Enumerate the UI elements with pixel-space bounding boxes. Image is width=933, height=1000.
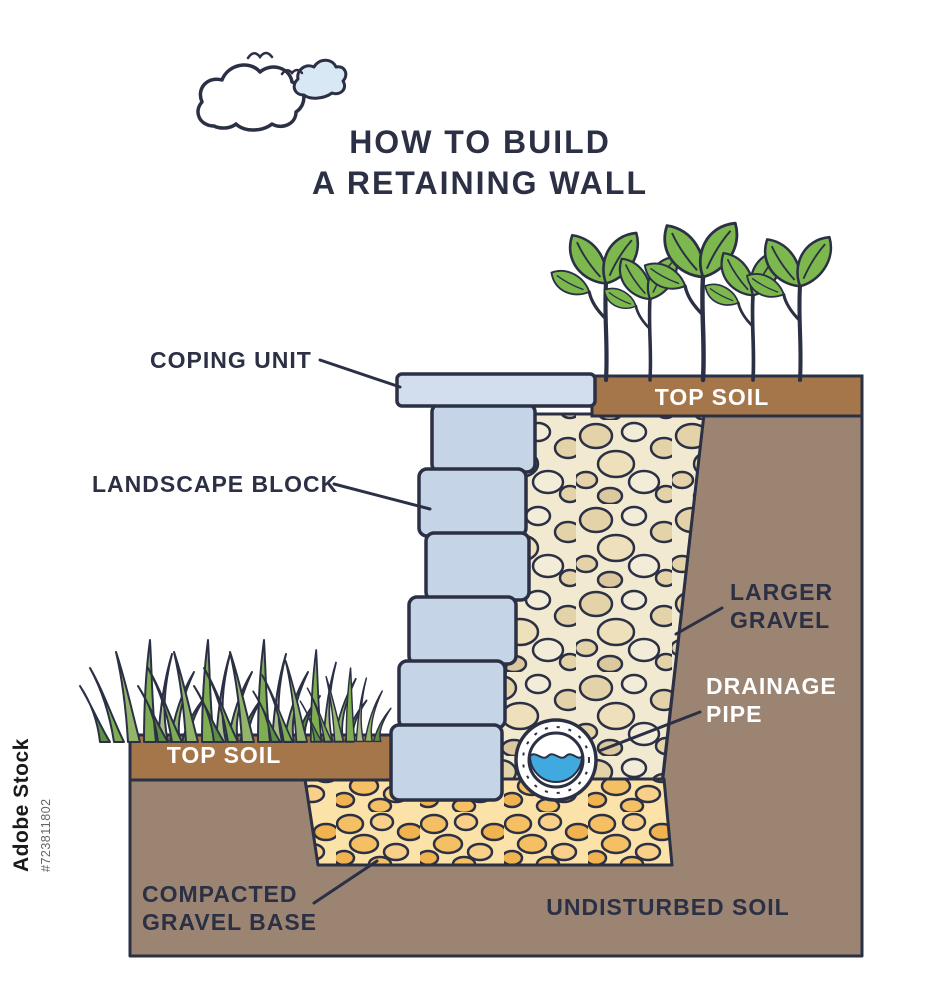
landscape-block-stack	[389, 402, 537, 802]
larger-gravel-leader	[674, 606, 724, 636]
gravel-base-leader	[312, 859, 379, 905]
coping-unit-shape	[395, 372, 597, 408]
cloud-icon	[196, 58, 348, 132]
drainage-pipe-leader	[597, 710, 702, 753]
page-title-line-2: A RETAINING WALL	[312, 165, 648, 201]
leader-lines	[312, 358, 724, 905]
watermark-asset-id: #723811802	[39, 798, 53, 872]
label-larger-gravel-line-2: GRAVEL	[730, 607, 830, 633]
watermark: Adobe Stock #723811802	[10, 738, 53, 872]
bird-icon	[246, 51, 304, 76]
top-soil-band-right	[590, 374, 864, 418]
page-title-line-1: HOW TO BUILD	[349, 124, 611, 160]
label-top-soil-right: TOP SOIL	[655, 384, 770, 410]
landscape-block-leader	[332, 482, 432, 511]
label-larger-gravel-line-1: LARGER	[730, 579, 833, 605]
label-compacted-line-1: COMPACTED	[142, 881, 298, 907]
drainage-pipe-shape	[514, 718, 598, 802]
label-top-soil-left: TOP SOIL	[167, 742, 282, 768]
plant-icons	[547, 215, 840, 380]
label-compacted-line-2: GRAVEL BASE	[142, 909, 317, 935]
coping-unit-leader	[318, 358, 402, 389]
label-undisturbed-soil: UNDISTURBED SOIL	[546, 894, 789, 920]
label-drainage-pipe-line-2: PIPE	[706, 701, 762, 727]
grass-tufts	[79, 639, 392, 743]
watermark-brand: Adobe Stock	[10, 738, 33, 872]
label-landscape-block: LANDSCAPE BLOCK	[92, 471, 338, 497]
label-coping-unit: COPING UNIT	[150, 347, 312, 373]
label-drainage-pipe-line-1: DRAINAGE	[706, 673, 837, 699]
